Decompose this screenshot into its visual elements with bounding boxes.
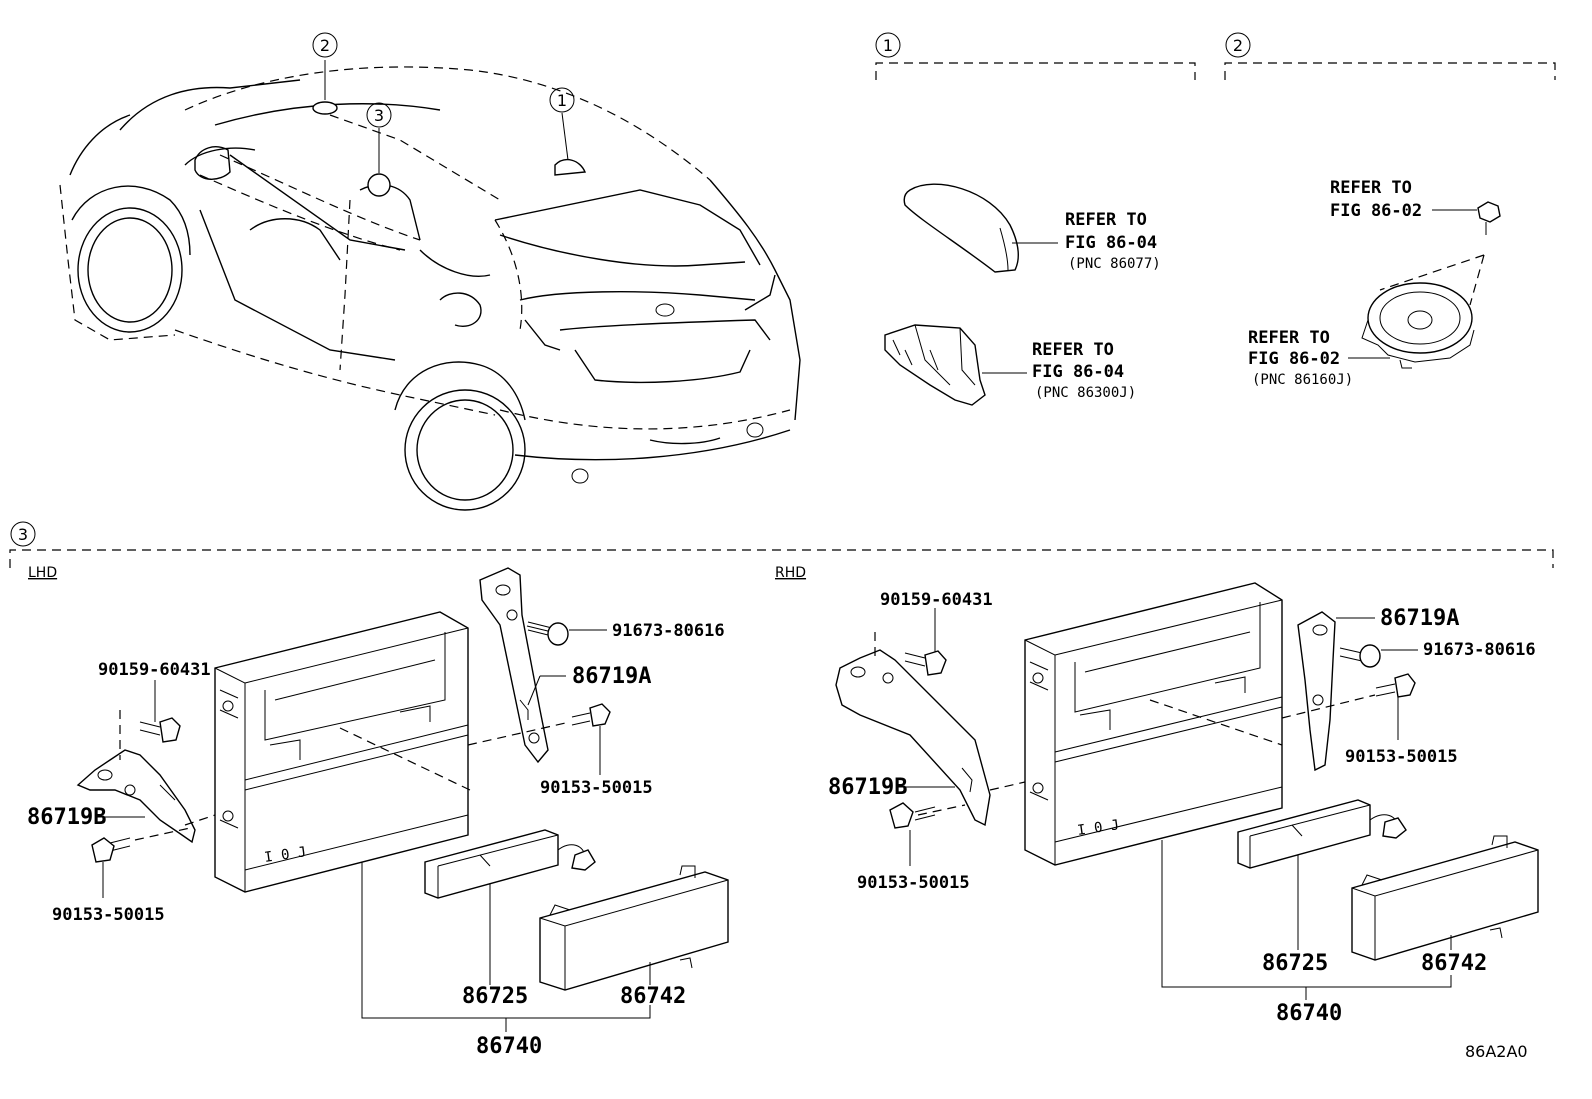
antenna-reference: REFER TO FIG 86-04 (PNC 86077) [1012, 210, 1161, 272]
lhd-bracket-86719A [479, 567, 549, 764]
svg-text:3: 3 [18, 525, 28, 544]
svg-text:REFER TO: REFER TO [1330, 178, 1412, 198]
svg-text:90153-50015: 90153-50015 [857, 873, 970, 893]
svg-text:1: 1 [883, 36, 893, 55]
speaker-screw [1432, 201, 1501, 235]
lhd-label: LHD [28, 565, 57, 581]
svg-text:FIG 86-02: FIG 86-02 [1330, 201, 1422, 221]
rhd-label: RHD [775, 565, 806, 581]
svg-text:(PNC 86300J): (PNC 86300J) [1035, 385, 1136, 401]
svg-text:FIG 86-04: FIG 86-04 [1065, 233, 1157, 253]
svg-text:90153-50015: 90153-50015 [540, 778, 653, 798]
svg-text:2: 2 [1233, 36, 1243, 55]
speaker-reference: REFER TO FIG 86-02 (PNC 86160J) [1248, 328, 1390, 388]
svg-text:91673-80616: 91673-80616 [612, 621, 725, 641]
svg-text:91673-80616: 91673-80616 [1423, 640, 1536, 660]
lhd-label-86719B: 86719B [27, 805, 145, 830]
svg-text:FIG 86-04: FIG 86-04 [1032, 362, 1124, 382]
svg-text:REFER TO: REFER TO [1248, 328, 1330, 348]
rhd-screw-90159: 90159-60431 [880, 590, 993, 676]
vehicle-callout-2: 2 [312, 32, 338, 58]
svg-text:I 0 J: I 0 J [263, 844, 307, 866]
lhd-screw-90153-left: 90153-50015 [52, 827, 191, 925]
svg-text:90153-50015: 90153-50015 [52, 905, 165, 925]
lhd-module-86742: 86742 [539, 865, 729, 1009]
svg-text:REFER TO: REFER TO [1032, 340, 1114, 360]
svg-text:(PNC 86077): (PNC 86077) [1068, 256, 1161, 272]
diagram-code: 86A2A0 [1465, 1042, 1528, 1061]
svg-text:(PNC 86160J): (PNC 86160J) [1252, 372, 1353, 388]
lhd-bracket-86719B [76, 749, 196, 844]
svg-text:86725: 86725 [1262, 951, 1328, 976]
svg-text:1: 1 [557, 91, 567, 110]
module-reference: REFER TO FIG 86-04 (PNC 86300J) [982, 340, 1136, 401]
svg-text:86719A: 86719A [1380, 606, 1459, 631]
shark-fin-antenna [903, 183, 1019, 273]
svg-text:86719B: 86719B [27, 805, 106, 830]
rhd-receiver-unit: I 0 J [1024, 582, 1283, 866]
svg-text:86742: 86742 [1421, 951, 1487, 976]
svg-text:FIG 86-02: FIG 86-02 [1248, 349, 1340, 369]
vehicle-callout-3: 3 [366, 102, 392, 128]
svg-text:90153-50015: 90153-50015 [1345, 747, 1458, 767]
rhd-assembly-86740: 86740 [1161, 840, 1452, 1026]
screw-reference: REFER TO FIG 86-02 [1330, 178, 1422, 221]
svg-text:86740: 86740 [476, 1034, 542, 1059]
speaker [1361, 254, 1485, 369]
svg-text:3: 3 [374, 106, 384, 125]
svg-text:86719B: 86719B [828, 775, 907, 800]
lhd-assembly-86740: 86740 [361, 862, 651, 1059]
lhd-screw-91673: 91673-80616 [526, 621, 725, 646]
lhd-label-86719A: 86719A [527, 664, 651, 706]
svg-text:2: 2 [320, 36, 330, 55]
rhd-screw-90153-left: 90153-50015 [857, 802, 970, 893]
svg-text:90159-60431: 90159-60431 [880, 590, 993, 610]
rhd-module-86742: 86742 [1351, 835, 1539, 976]
svg-text:86740: 86740 [1276, 1001, 1342, 1026]
group-2-header: 2 [1224, 32, 1556, 80]
svg-text:86742: 86742 [620, 984, 686, 1009]
rhd-bracket-86719B [835, 632, 1026, 827]
antenna-module [884, 324, 986, 406]
lhd-receiver-unit: I 0 J [214, 611, 469, 893]
group-3-header: 3 [9, 521, 1554, 568]
lhd-screw-90153-right: 90153-50015 [467, 703, 653, 798]
rhd-screw-90153-right: 90153-50015 [1281, 673, 1458, 767]
group-1-header: 1 [875, 32, 1196, 80]
svg-text:86719A: 86719A [572, 664, 651, 689]
svg-text:86725: 86725 [462, 984, 528, 1009]
lhd-screw-90159: 90159-60431 [98, 660, 216, 826]
lhd-module-86725: 86725 [424, 829, 596, 1009]
rhd-screw-91673: 91673-80616 [1339, 640, 1536, 668]
vehicle-callout-1: 1 [549, 87, 575, 113]
svg-text:I 0 J: I 0 J [1076, 817, 1120, 839]
rhd-module-86725: 86725 [1237, 799, 1407, 976]
rhd-bracket-86719A: 86719A [1297, 606, 1459, 772]
svg-text:REFER TO: REFER TO [1065, 210, 1147, 230]
svg-text:90159-60431: 90159-60431 [98, 660, 211, 680]
rhd-label-86719B: 86719B [828, 775, 955, 800]
vehicle-illustration [59, 60, 801, 511]
